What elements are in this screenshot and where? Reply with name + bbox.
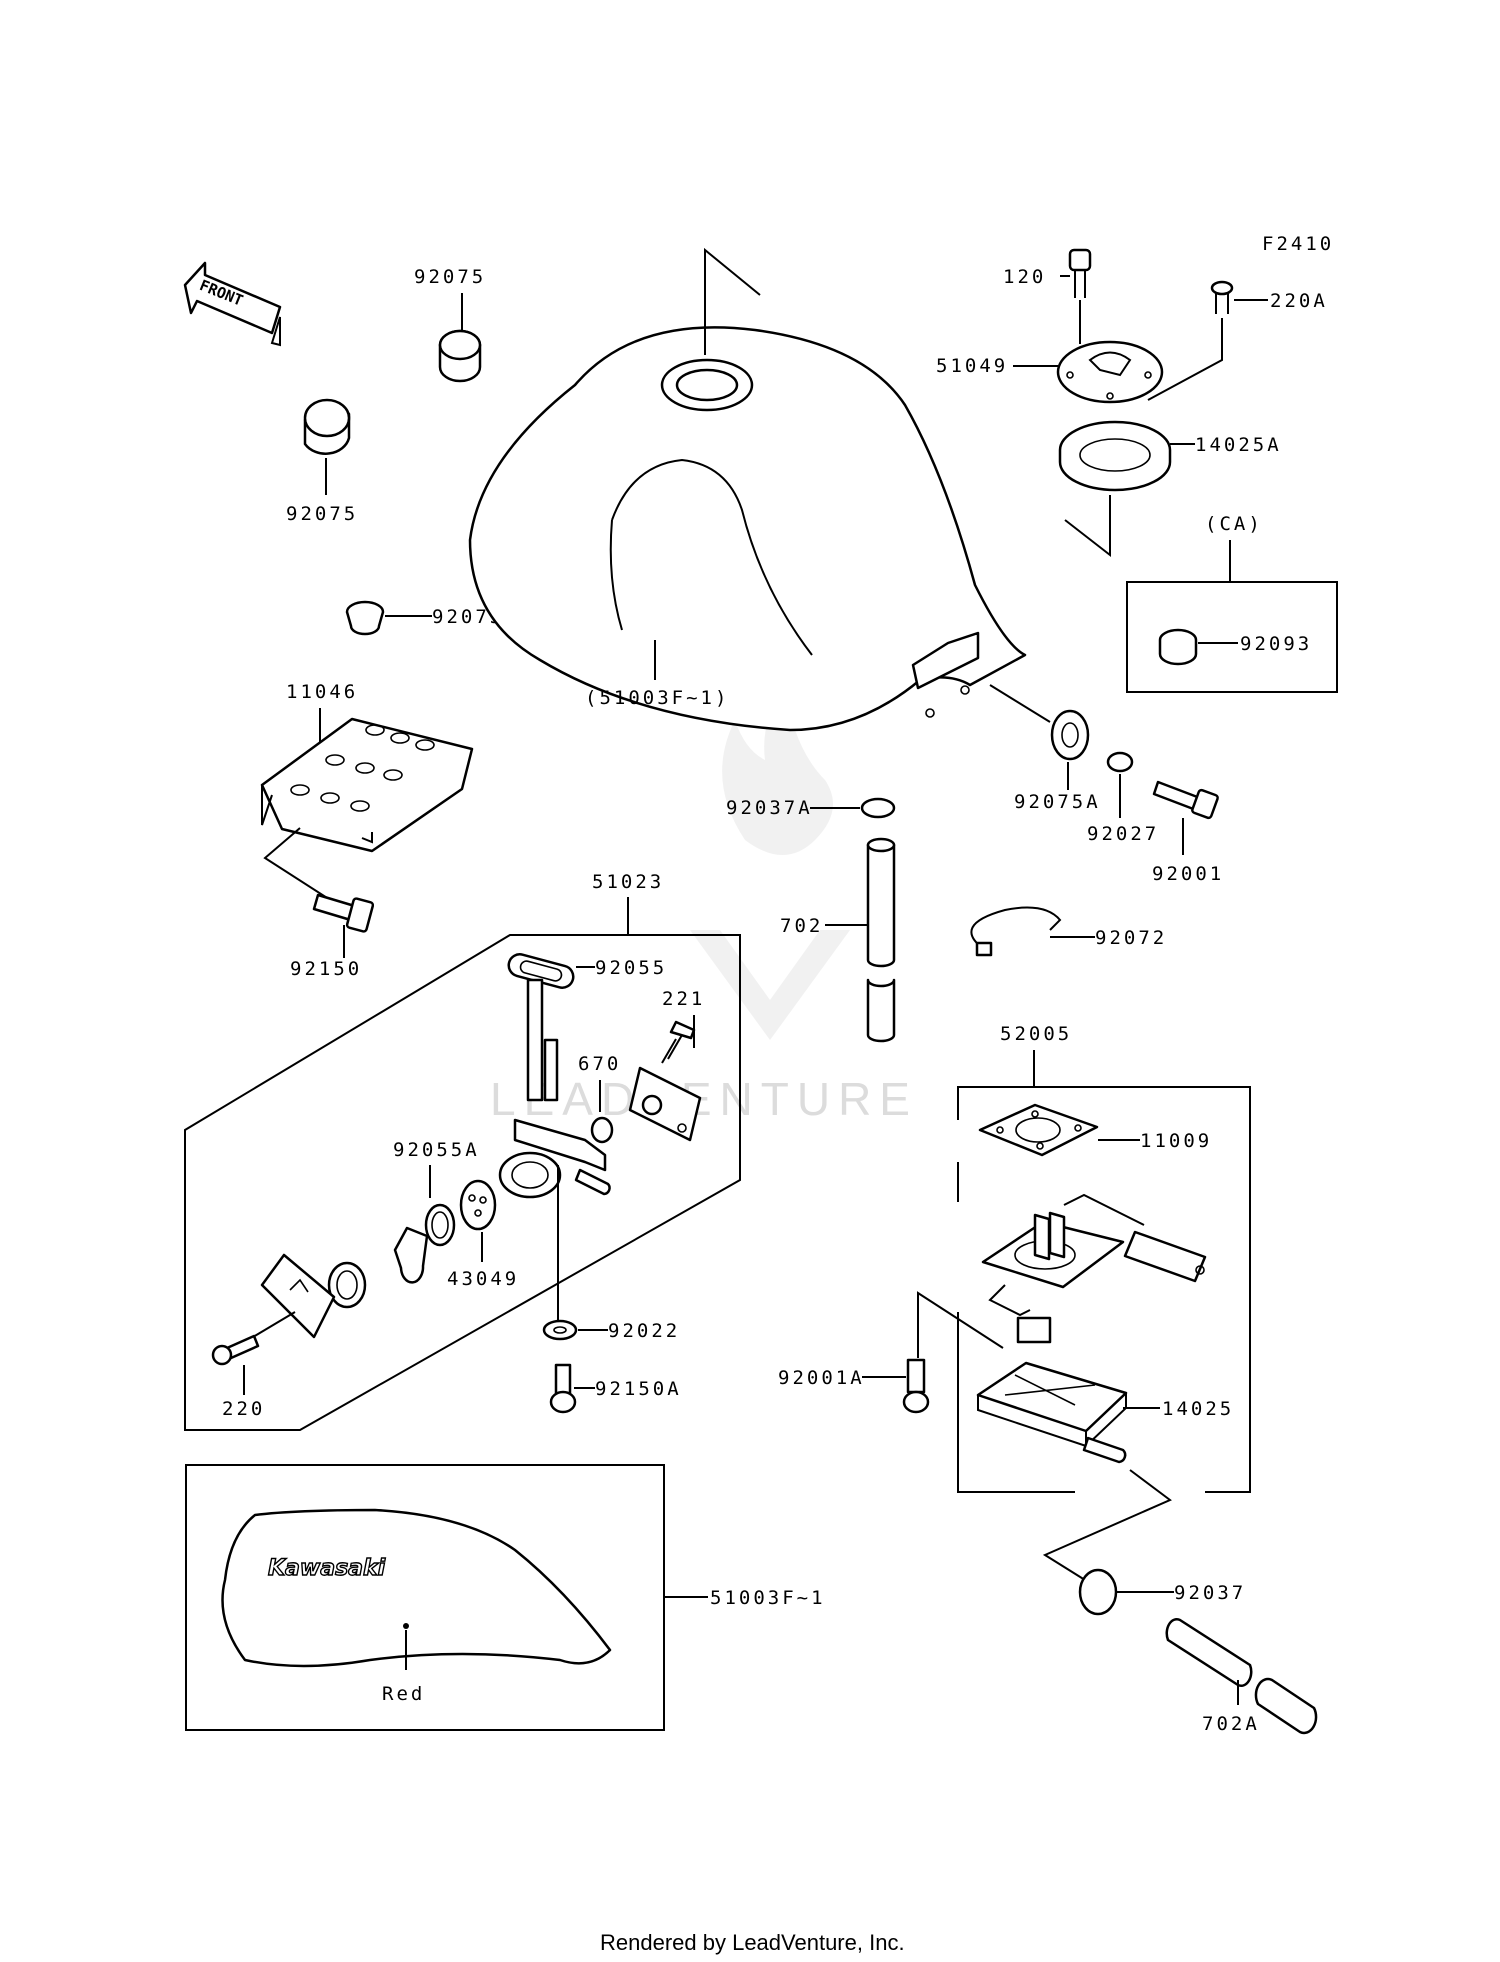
callout-221: 221 — [662, 988, 705, 1010]
callout-92022: 92022 — [608, 1320, 680, 1342]
callout-52005: 52005 — [1000, 1023, 1072, 1045]
callout-red: Red — [382, 1683, 425, 1705]
part-92055a-o-ring — [424, 1203, 456, 1247]
callout-92150: 92150 — [290, 958, 362, 980]
part-92075-grommet-left — [303, 398, 351, 455]
part-fuel-tank — [468, 326, 1027, 732]
part-92075a-grommet — [1050, 709, 1090, 761]
part-92072-clamp-band — [970, 906, 1062, 957]
callout-92072: 92072 — [1095, 927, 1167, 949]
part-92093-grommet — [1158, 628, 1198, 666]
credit-text: Rendered by LeadVenture, Inc. — [600, 1930, 905, 1955]
callout-51049: 51049 — [936, 355, 1008, 377]
callout-92075-top: 92075 — [414, 266, 486, 288]
callout-92075-left: 92075 — [286, 503, 358, 525]
callout-51023: 51023 — [592, 871, 664, 893]
part-92037a-clamp — [860, 797, 896, 819]
part-92150a-bolt — [549, 1363, 577, 1414]
callout-92001a: 92001A — [778, 1367, 865, 1389]
callout-11009: 11009 — [1140, 1130, 1212, 1152]
figure-code: F2410 — [1262, 233, 1334, 255]
part-92022-washer — [542, 1319, 578, 1341]
part-14025a-cap-base — [1058, 420, 1172, 492]
callout-702: 702 — [780, 915, 823, 937]
callout-14025: 14025 — [1162, 1398, 1234, 1420]
callout-43049: 43049 — [447, 1268, 519, 1290]
part-11009-gasket — [978, 1103, 1099, 1157]
front-arrow-icon: FRONT — [183, 261, 282, 347]
callout-92150a: 92150A — [595, 1378, 682, 1400]
part-120-bolt — [1068, 248, 1092, 298]
part-92001-bolt — [1152, 780, 1219, 820]
watermark-logo — [690, 690, 850, 1040]
decal-brand-text: Kawasaki — [268, 1556, 386, 1581]
part-fuel-level-sensor — [981, 1193, 1207, 1344]
part-fuel-cock-body — [498, 978, 611, 1199]
part-221-screw — [661, 1020, 696, 1064]
part-tank-decal: Kawasaki — [221, 1508, 612, 1668]
callout-220a: 220A — [1270, 290, 1328, 312]
part-fuel-cock-lever — [393, 1226, 429, 1284]
part-92075-grommet-top — [438, 329, 482, 383]
part-92037-clamp — [1078, 1568, 1118, 1616]
callout-220: 220 — [222, 1398, 265, 1420]
part-14025-pump-bracket — [976, 1361, 1128, 1464]
callout-92037: 92037 — [1174, 1582, 1246, 1604]
part-fuel-cock-plate — [260, 1253, 336, 1339]
part-220a-screw — [1210, 280, 1234, 314]
part-fuel-cock-cover — [628, 1066, 702, 1142]
part-92075b-cap — [345, 600, 385, 636]
callout-51003f-decal: 51003F~1 — [710, 1587, 826, 1609]
part-11046-bracket — [260, 717, 474, 853]
callout-670: 670 — [578, 1053, 621, 1075]
callout-92001: 92001 — [1152, 863, 1224, 885]
box-ca — [1126, 581, 1338, 693]
callout-92075a: 92075A — [1014, 791, 1101, 813]
part-92027-collar — [1106, 751, 1134, 773]
callout-92055: 92055 — [595, 957, 667, 979]
callout-92055a: 92055A — [393, 1139, 480, 1161]
callout-92027: 92027 — [1087, 823, 1159, 845]
callout-92093: 92093 — [1240, 633, 1312, 655]
part-220-screw — [211, 1334, 260, 1366]
callout-120: 120 — [1003, 266, 1046, 288]
callout-702a: 702A — [1202, 1713, 1260, 1735]
part-51049-filler-cap — [1056, 340, 1164, 404]
part-92150-bolt — [312, 893, 375, 933]
callout-14025a: 14025A — [1195, 434, 1282, 456]
callout-51003f-tank: (51003F~1) — [585, 687, 729, 709]
part-43049-diaphragm — [459, 1179, 497, 1231]
callout-ca: (CA) — [1205, 513, 1263, 535]
box-52005 — [957, 1086, 1251, 1493]
box-51023 — [184, 934, 741, 1431]
part-fuel-cock-washer — [327, 1261, 367, 1309]
part-702-hose — [866, 837, 896, 1043]
part-92001a-bolt — [902, 1358, 930, 1414]
callout-92037a: 92037A — [726, 797, 813, 819]
callout-11046: 11046 — [286, 681, 358, 703]
part-670-o-ring — [590, 1116, 614, 1144]
